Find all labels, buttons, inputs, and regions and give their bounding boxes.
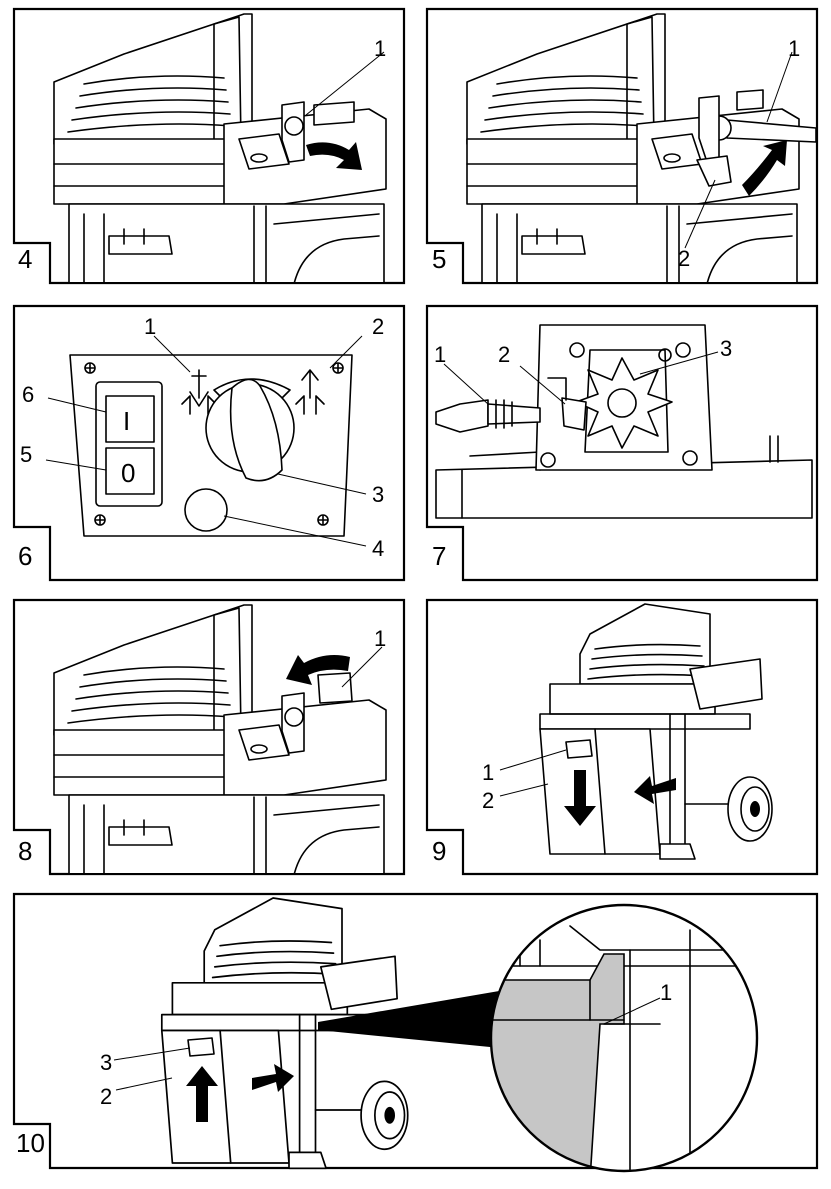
figure-9-callout-1: 1 <box>482 760 494 785</box>
figure-6-callout-1: 1 <box>144 314 156 339</box>
figure-4: 1 4 <box>12 7 406 285</box>
figure-6-callout-2: 2 <box>372 314 384 339</box>
figure-10-callout-3: 3 <box>100 1050 112 1075</box>
figure-5-callout-1: 1 <box>788 36 800 61</box>
screw-icon <box>94 514 106 526</box>
figure-6-callout-5: 5 <box>20 442 32 467</box>
screw-icon <box>84 362 96 374</box>
figure-10-callout-1: 1 <box>660 980 672 1005</box>
figure-6: I 0 1 2 6 5 3 4 6 <box>12 304 406 582</box>
figure-5: 1 2 5 <box>425 7 819 285</box>
figure-7: 1 2 3 7 <box>425 304 819 582</box>
straight-arrow-icon <box>252 1064 294 1092</box>
figure-7-callout-2: 2 <box>498 342 510 367</box>
screw-icon <box>317 514 329 526</box>
figure-5-callout-2: 2 <box>678 246 690 271</box>
figure-6-number: 6 <box>18 541 32 571</box>
figure-7-number: 7 <box>432 541 446 571</box>
figure-10-number: 10 <box>16 1128 45 1158</box>
figure-7-callout-3: 3 <box>720 336 732 361</box>
figure-10: 1 3 2 10 <box>12 892 819 1173</box>
curved-arrow-icon <box>286 655 350 685</box>
figure-7-callout-1: 1 <box>434 342 446 367</box>
figure-8: 1 8 <box>12 598 406 876</box>
impeller-icon <box>575 357 673 449</box>
figure-8-callout-1: 1 <box>374 626 386 651</box>
figure-9-number: 9 <box>432 836 446 866</box>
figure-5-number: 5 <box>432 244 446 274</box>
figure-4-callout-1: 1 <box>374 36 386 61</box>
switch-off-label: 0 <box>121 458 135 488</box>
figure-6-callout-4: 4 <box>372 536 384 561</box>
magnifier-detail <box>489 903 759 1173</box>
figure-10-callout-2: 2 <box>100 1084 112 1109</box>
figure-6-callout-6: 6 <box>22 382 34 407</box>
screw-icon <box>332 362 344 374</box>
figure-6-callout-3: 3 <box>372 482 384 507</box>
straight-arrow-icon <box>186 1066 218 1122</box>
figure-8-number: 8 <box>18 836 32 866</box>
straight-arrow-icon <box>634 776 676 804</box>
figure-4-number: 4 <box>18 244 32 274</box>
figure-9: 1 2 9 <box>425 598 819 876</box>
straight-arrow-icon <box>564 770 596 826</box>
rotary-knob-icon <box>205 378 295 482</box>
curved-arrow-icon <box>306 142 362 170</box>
switch-on-label: I <box>123 406 130 436</box>
figure-9-callout-2: 2 <box>482 788 494 813</box>
curved-arrow-icon <box>742 140 787 196</box>
